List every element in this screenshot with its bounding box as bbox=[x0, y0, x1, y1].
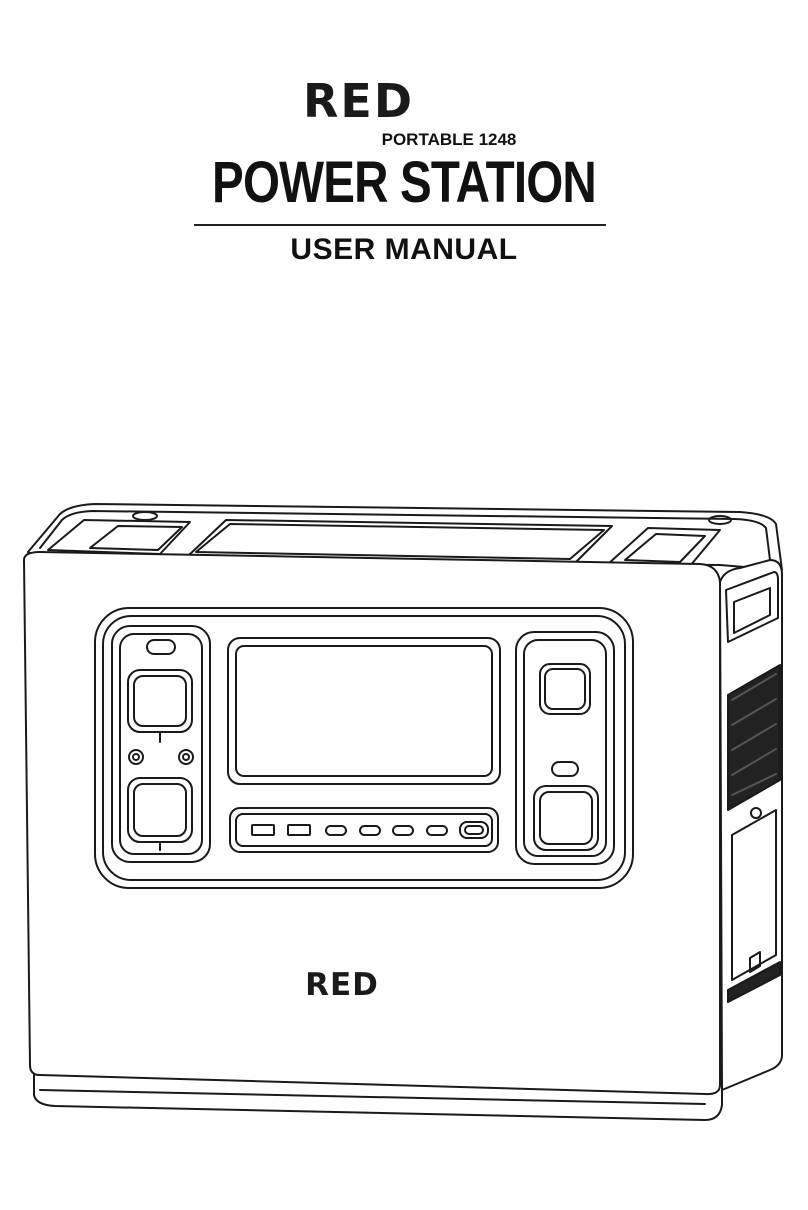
document-subtitle: USER MANUAL bbox=[0, 230, 808, 270]
front-control-panel bbox=[95, 608, 633, 888]
document-title: POWER STATION bbox=[73, 148, 736, 218]
model-name: PORTABLE 1248 bbox=[0, 130, 808, 150]
brand-logo: RED bbox=[303, 78, 443, 124]
power-station-illustration: RED bbox=[0, 490, 808, 1150]
front-logo: RED bbox=[305, 967, 379, 1003]
title-divider bbox=[194, 224, 606, 226]
device-right-side bbox=[720, 560, 782, 1090]
